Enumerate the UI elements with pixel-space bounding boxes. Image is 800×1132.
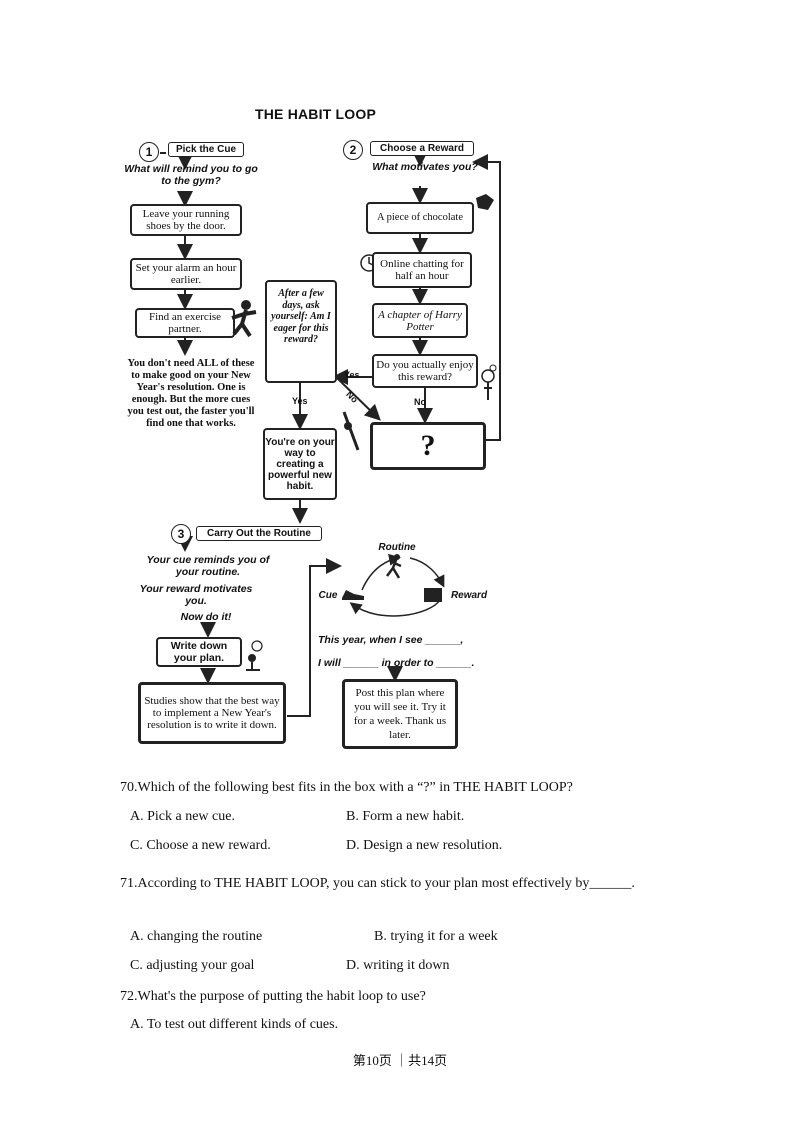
q70-option-d[interactable]: D. Design a new resolution.	[346, 838, 503, 853]
q71-option-c[interactable]: C. adjusting your goal	[130, 958, 255, 973]
q72-option-a[interactable]: A. To test out different kinds of cues.	[130, 1017, 339, 1032]
cue-box-shoes: Leave your running shoes by the door.	[130, 204, 242, 236]
diagram-connectors	[160, 151, 501, 717]
shoe-icon	[342, 590, 364, 600]
step3-line-reward: Your reward motivates you.	[139, 583, 253, 607]
reward-box-chocolate: A piece of chocolate	[366, 202, 474, 234]
step1-question: What will remind you to go to the gym?	[124, 163, 258, 187]
step2-question: What motivates you?	[372, 161, 478, 173]
yes-label-enjoy: Yes	[344, 370, 360, 380]
reward-box-enjoy: Do you actually enjoy this reward?	[372, 354, 478, 388]
step3-header: Carry Out the Routine	[196, 526, 322, 541]
studies-box: Studies show that the best way to implem…	[138, 682, 286, 744]
reward-box-harry-potter: A chapter of Harry Potter	[372, 303, 468, 338]
q70-option-a[interactable]: A. Pick a new cue.	[130, 809, 235, 824]
step1-header: Pick the Cue	[168, 142, 244, 157]
page-footer: 第10页 ｜共14页	[352, 1053, 448, 1068]
question-71: 71.According to THE HABIT LOOP, you can …	[120, 876, 635, 891]
cue-box-partner: Find an exercise partner.	[135, 308, 235, 338]
yes-label-ask: Yes	[292, 396, 308, 406]
ask-yourself-box: After a few days, ask yourself: Am I eag…	[265, 280, 337, 383]
exercise-partner-figure-icon	[231, 300, 257, 338]
q71-option-a[interactable]: A. changing the routine	[130, 929, 263, 944]
chocolate-icon	[476, 194, 494, 210]
question-72: 72.What's the purpose of putting the hab…	[120, 989, 426, 1004]
post-plan-box: Post this plan where you will see it. Tr…	[342, 679, 458, 749]
question-70: 70.Which of the following best fits in t…	[120, 780, 573, 795]
unknown-box: ?	[370, 422, 486, 470]
step3-line-do-it: Now do it!	[180, 611, 232, 623]
write-plan-box: Write down your plan.	[156, 637, 242, 667]
q71-option-d[interactable]: D. writing it down	[346, 958, 450, 973]
cycle-cue-label: Cue	[318, 590, 338, 601]
step1-number: 1	[139, 142, 159, 162]
q71-option-b[interactable]: B. trying it for a week	[374, 929, 498, 944]
cycle-routine-label: Routine	[378, 542, 416, 553]
cycle-reward-label: Reward	[450, 590, 488, 601]
step1-note: You don't need ALL of these to make good…	[127, 358, 255, 429]
chocolate-reward-icon	[424, 588, 442, 602]
step2-header: Choose a Reward	[370, 141, 474, 156]
step3-number: 3	[171, 524, 191, 544]
cue-box-alarm: Set your alarm an hour earlier.	[130, 258, 242, 290]
plan-line-1: This year, when I see ______,	[318, 634, 464, 646]
person-thinking-icon	[481, 364, 497, 400]
new-habit-box: You're on your way to creating a powerfu…	[263, 428, 337, 500]
q70-option-b[interactable]: B. Form a new habit.	[346, 809, 465, 824]
reward-box-chatting: Online chatting for half an hour	[372, 252, 472, 288]
step2-number: 2	[343, 140, 363, 160]
runner-icon	[386, 554, 402, 579]
q70-option-c[interactable]: C. Choose a new reward.	[130, 838, 271, 853]
diagram-title: THE HABIT LOOP	[255, 106, 377, 122]
pencil-figure-icon	[342, 411, 360, 451]
step3-line-cue: Your cue reminds you of your routine.	[146, 554, 270, 578]
writing-person-icon	[246, 640, 263, 671]
no-label-enjoy: No	[414, 397, 426, 407]
plan-line-2: I will ______ in order to ______.	[318, 657, 475, 669]
